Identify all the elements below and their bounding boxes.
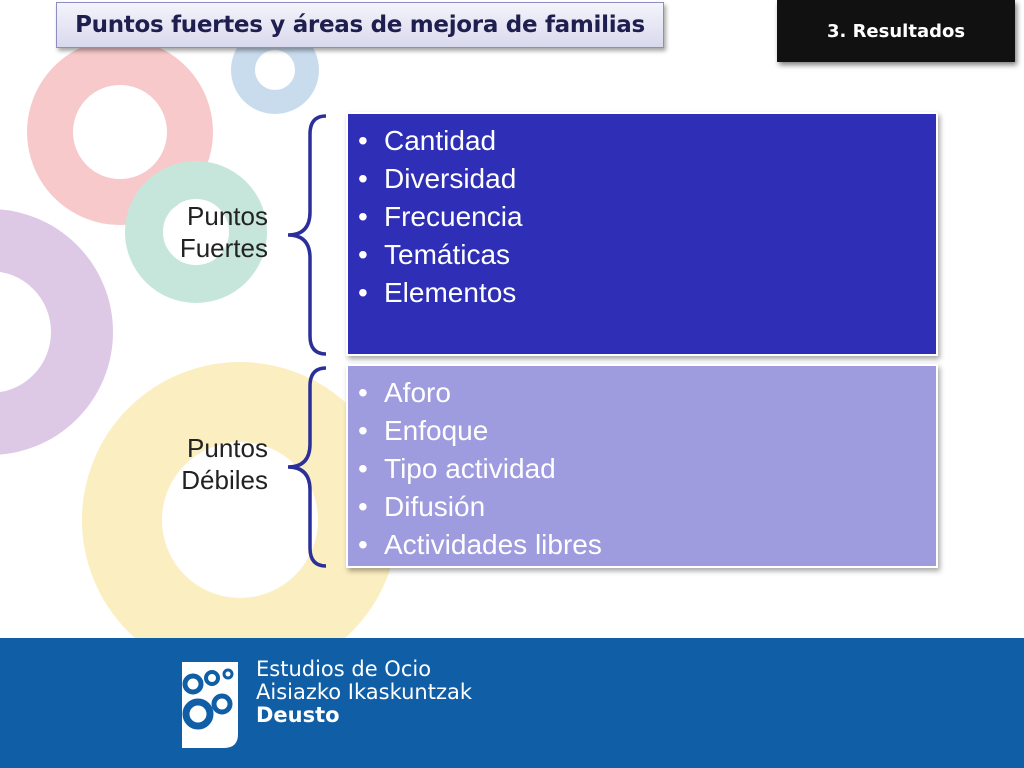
bullet: •: [358, 125, 368, 156]
bullet: •: [358, 491, 368, 522]
weaknesses-label-line2: Débiles: [181, 465, 268, 495]
section-badge-label: 3. Resultados: [826, 20, 966, 42]
slide-title: Puntos fuertes y áreas de mejora de fami…: [75, 12, 645, 38]
weaknesses-label-line1: Puntos: [187, 433, 268, 463]
logo-line-3: Deusto: [256, 703, 340, 727]
slide-title-box: Puntos fuertes y áreas de mejora de fami…: [56, 2, 664, 48]
list-item: •Diversidad: [358, 160, 936, 198]
weaknesses-box: •Aforo •Enfoque •Tipo actividad •Difusió…: [346, 364, 938, 568]
list-item: •Enfoque: [358, 412, 936, 450]
strengths-label-line1: Puntos: [187, 201, 268, 231]
weaknesses-list: •Aforo •Enfoque •Tipo actividad •Difusió…: [358, 374, 936, 564]
list-item: •Elementos: [358, 274, 936, 312]
strengths-label-line2: Fuertes: [179, 233, 268, 263]
pink-ring: [27, 39, 213, 225]
strengths-brace: [287, 114, 327, 356]
logo-line-1: Estudios de Ocio: [256, 657, 432, 681]
bullet: •: [358, 163, 368, 194]
list-item: •Tipo actividad: [358, 450, 936, 488]
weaknesses-brace: [287, 366, 327, 568]
bullet: •: [358, 453, 368, 484]
green-ring: [125, 161, 267, 303]
bullet: •: [358, 377, 368, 408]
list-item: •Temáticas: [358, 236, 936, 274]
strengths-box: •Cantidad •Diversidad •Frecuencia •Temát…: [346, 112, 938, 356]
deusto-logo-icon: [182, 662, 238, 748]
bullet: •: [358, 201, 368, 232]
list-item: •Actividades libres: [358, 526, 936, 564]
footer-bar: Estudios de Ocio Aisiazko Ikaskuntzak De…: [0, 638, 1024, 768]
logo-line-2: Aisiazko Ikaskuntzak: [256, 680, 473, 704]
list-item: •Cantidad: [358, 122, 936, 160]
strengths-list: •Cantidad •Diversidad •Frecuencia •Temát…: [358, 122, 936, 312]
list-item: •Difusión: [358, 488, 936, 526]
strengths-label: Puntos Fuertes: [180, 200, 268, 264]
lilac-ring: [0, 209, 113, 455]
weaknesses-label: Puntos Débiles: [181, 432, 268, 496]
list-item: •Frecuencia: [358, 198, 936, 236]
bullet: •: [358, 239, 368, 270]
bullet: •: [358, 277, 368, 308]
section-badge: 3. Resultados: [777, 0, 1015, 62]
bullet: •: [358, 415, 368, 446]
list-item: •Aforo: [358, 374, 936, 412]
logo-wordmark: Estudios de Ocio Aisiazko Ikaskuntzak De…: [256, 658, 472, 727]
bullet: •: [358, 529, 368, 560]
